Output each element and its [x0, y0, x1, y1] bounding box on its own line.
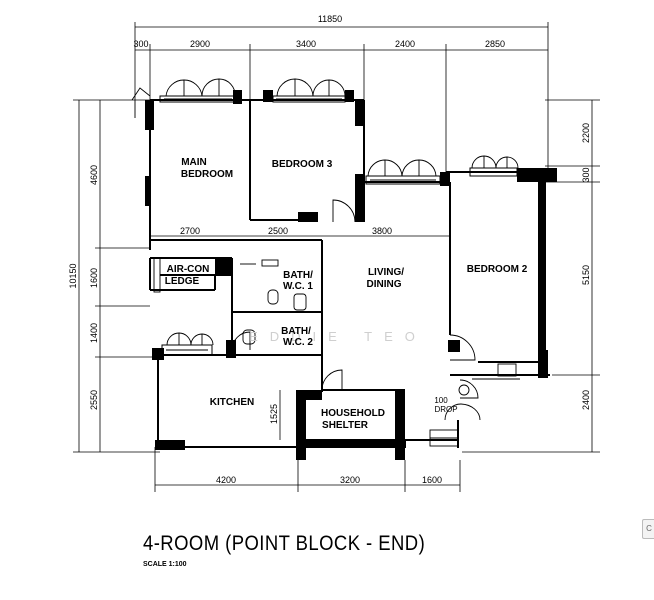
- plan-scale: SCALE 1:100: [143, 561, 187, 568]
- door-swings: [131, 78, 519, 421]
- dim-bottom-2: 3200: [340, 475, 360, 485]
- dim-total-width: 11850: [318, 14, 342, 24]
- dimension-labels: 11850 300 2900 3400 2400 2850 2200 300 5…: [68, 14, 591, 485]
- label-refuse-2: DROP: [434, 405, 457, 414]
- dim-inner-3: 3800: [372, 226, 392, 236]
- dim-top-5: 2850: [485, 39, 505, 49]
- label-living-1: LIVING/: [368, 267, 404, 278]
- label-refuse-1: 100: [434, 396, 448, 405]
- toilet-1: [267, 289, 279, 305]
- dim-bottom-1: 4200: [216, 475, 236, 485]
- label-shelter-2: SHELTER: [322, 420, 369, 431]
- dim-left-1: 4600: [89, 165, 99, 185]
- label-main-bedroom-2: BEDROOM: [181, 169, 233, 180]
- label-bath1-1: BATH/: [283, 270, 313, 281]
- label-bedroom-2: BEDROOM 2: [467, 264, 528, 275]
- dim-right-2: 300: [581, 167, 591, 182]
- label-kitchen: KITCHEN: [210, 397, 254, 408]
- plan-title: 4-ROOM (POINT BLOCK - END): [143, 532, 426, 555]
- edge-tab-button[interactable]: C: [642, 519, 654, 539]
- dim-total-depth: 10150: [68, 263, 78, 288]
- dim-bottom-3: 1600: [422, 475, 442, 485]
- dim-inner-4: 1525: [269, 404, 279, 424]
- dim-left-2: 1600: [89, 268, 99, 288]
- dim-right-1: 2200: [581, 123, 591, 143]
- dim-right-4: 2400: [581, 390, 591, 410]
- dim-top-4: 2400: [395, 39, 415, 49]
- watermark: EDDIE TEO: [249, 329, 427, 344]
- dim-top-1: 300: [133, 39, 148, 49]
- windows: [159, 95, 518, 356]
- fixtures: [153, 257, 520, 447]
- dim-top-3: 3400: [296, 39, 316, 49]
- dim-left-3: 1400: [89, 323, 99, 343]
- label-aircon-2: LEDGE: [165, 276, 200, 287]
- label-aircon-1: AIR-CON: [167, 264, 210, 275]
- label-shelter-1: HOUSEHOLD: [321, 408, 385, 419]
- label-bath1-2: W.C. 1: [283, 281, 313, 292]
- room-labels: MAIN BEDROOM BEDROOM 3 AIR-CON LEDGE BAT…: [165, 157, 528, 431]
- walls: [145, 90, 557, 460]
- dim-inner-2: 2500: [268, 226, 288, 236]
- dim-right-3: 5150: [581, 265, 591, 285]
- label-bedroom-3: BEDROOM 3: [272, 159, 333, 170]
- dim-left-4: 2550: [89, 390, 99, 410]
- dim-top-2: 2900: [190, 39, 210, 49]
- label-bath2-1: BATH/: [281, 326, 311, 337]
- label-living-2: DINING: [367, 279, 402, 290]
- dim-inner-1: 2700: [180, 226, 200, 236]
- label-main-bedroom-1: MAIN: [181, 157, 207, 168]
- label-bath2-2: W.C. 2: [283, 337, 313, 348]
